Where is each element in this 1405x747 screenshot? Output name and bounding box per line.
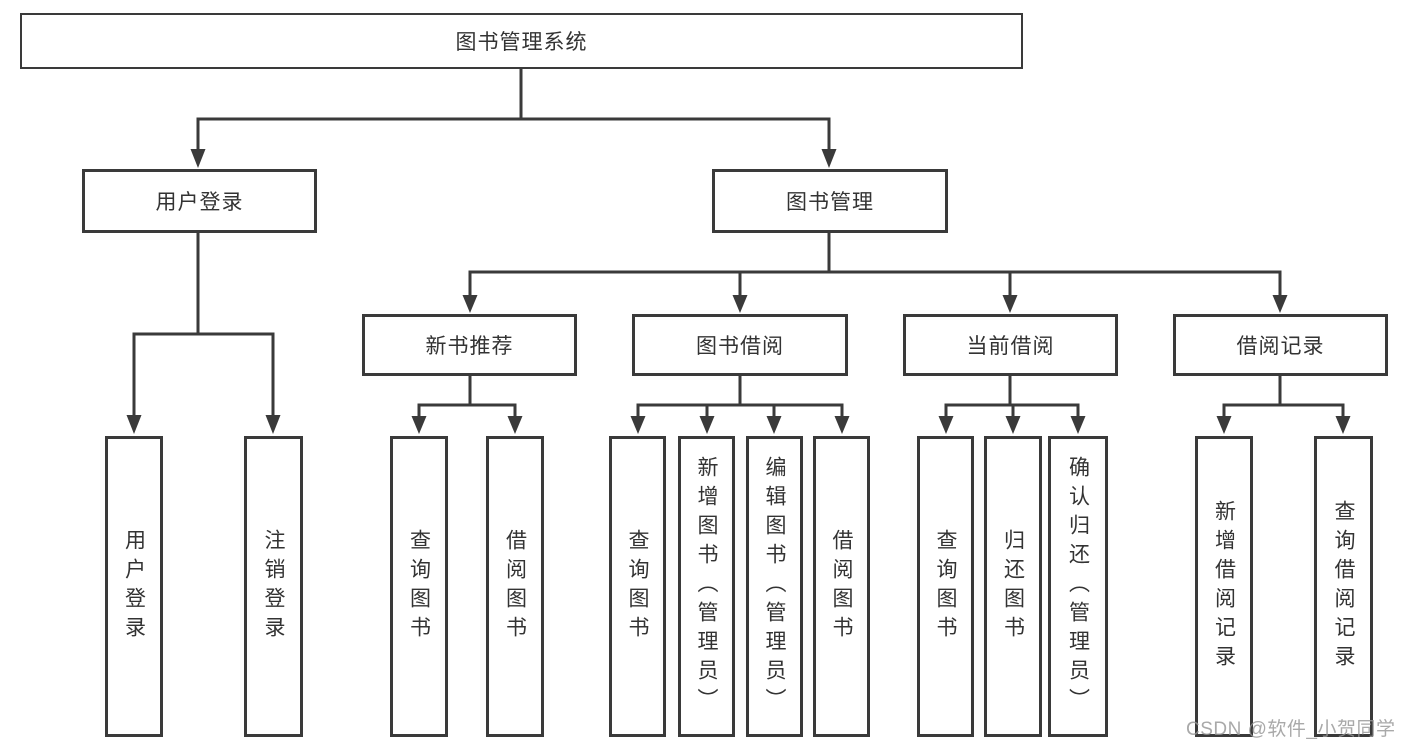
leaf-newbook-borrow-books: 借阅图书 (486, 436, 544, 737)
node-label: 图书管理 (786, 191, 874, 214)
leaf-label: 查询图书 (934, 528, 957, 645)
leaf-borrowing-add-books-admin: 新增图书（管理员） (678, 436, 735, 737)
csdn-watermark: CSDN @软件_小贺同学 (1186, 719, 1396, 740)
node-label: 图书管理系统 (455, 31, 588, 54)
leaf-borrowing-borrow-books: 借阅图书 (813, 436, 870, 737)
node-current-borrowing: 当前借阅 (903, 314, 1118, 376)
leaf-label: 查询图书 (626, 528, 649, 645)
node-label: 图书借阅 (696, 335, 784, 358)
node-new-book-recommend: 新书推荐 (362, 314, 577, 376)
leaf-current-return-books: 归还图书 (984, 436, 1042, 737)
leaf-label: 借阅图书 (830, 528, 853, 645)
node-library-management-system: 图书管理系统 (20, 13, 1023, 69)
node-label: 用户登录 (155, 191, 244, 214)
leaf-label: 用户登录 (122, 528, 146, 645)
leaf-logout: 注销登录 (244, 436, 303, 737)
leaf-label: 查询借阅记录 (1332, 499, 1355, 674)
node-book-management: 图书管理 (712, 169, 948, 233)
leaf-label: 编辑图书（管理员） (763, 456, 786, 717)
node-borrowing-records: 借阅记录 (1173, 314, 1388, 376)
node-label: 新书推荐 (425, 335, 514, 358)
node-user-login: 用户登录 (82, 169, 317, 233)
leaf-records-add-borrow-record: 新增借阅记录 (1195, 436, 1253, 737)
leaf-label: 新增图书（管理员） (695, 456, 718, 717)
leaf-user-login: 用户登录 (105, 436, 163, 737)
leaf-label: 查询图书 (407, 528, 431, 645)
leaf-borrowing-query-books: 查询图书 (609, 436, 666, 737)
leaf-label: 确认归还（管理员） (1066, 456, 1090, 717)
leaf-label: 注销登录 (262, 528, 285, 645)
leaf-current-confirm-return-admin: 确认归还（管理员） (1048, 436, 1108, 737)
node-label: 当前借阅 (966, 335, 1055, 358)
leaf-records-query-borrow-record: 查询借阅记录 (1314, 436, 1373, 737)
leaf-label: 新增借阅记录 (1212, 499, 1236, 674)
leaf-label: 借阅图书 (503, 528, 527, 645)
leaf-borrowing-edit-books-admin: 编辑图书（管理员） (746, 436, 803, 737)
node-label: 借阅记录 (1236, 335, 1325, 358)
leaf-label: 归还图书 (1001, 528, 1025, 645)
node-book-borrowing: 图书借阅 (632, 314, 848, 376)
leaf-newbook-query-books: 查询图书 (390, 436, 448, 737)
leaf-current-query-books: 查询图书 (917, 436, 974, 737)
